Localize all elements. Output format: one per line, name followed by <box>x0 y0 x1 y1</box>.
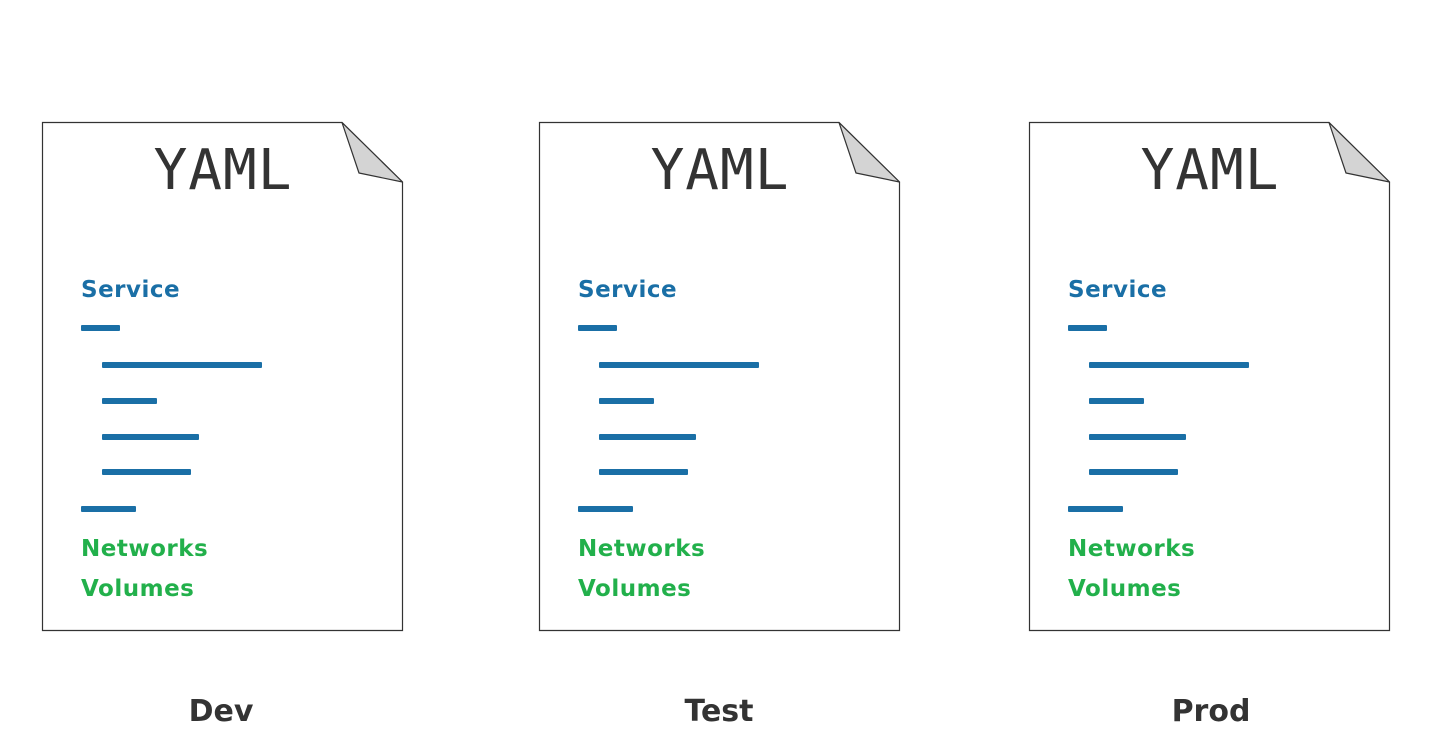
yaml-document-test: YAML Service Networks Volumes <box>538 121 901 632</box>
networks-label: Networks <box>578 536 706 562</box>
yaml-value-line <box>1089 362 1249 368</box>
yaml-key-line <box>578 506 633 512</box>
yaml-value-line <box>102 362 262 368</box>
yaml-value-line <box>102 434 199 440</box>
document-title: YAML <box>1140 138 1280 203</box>
yaml-key-line <box>1068 506 1123 512</box>
volumes-label: Volumes <box>81 576 195 602</box>
environment-label-dev: Dev <box>188 694 254 729</box>
yaml-key-line <box>81 325 120 331</box>
yaml-value-line <box>102 398 157 404</box>
yaml-value-line <box>1089 469 1178 475</box>
networks-label: Networks <box>81 536 209 562</box>
yaml-value-line <box>599 398 654 404</box>
yaml-key-line <box>1068 325 1107 331</box>
yaml-value-line <box>102 469 191 475</box>
yaml-document-prod: YAML Service Networks Volumes <box>1028 121 1391 632</box>
yaml-key-line <box>81 506 136 512</box>
yaml-value-line <box>1089 434 1186 440</box>
document-page-icon <box>538 121 901 632</box>
document-page-icon <box>1028 121 1391 632</box>
document-title: YAML <box>153 138 293 203</box>
networks-label: Networks <box>1068 536 1196 562</box>
yaml-value-line <box>1089 398 1144 404</box>
document-page-icon <box>41 121 404 632</box>
service-label: Service <box>1068 277 1168 303</box>
yaml-key-line <box>578 325 617 331</box>
yaml-value-line <box>599 469 688 475</box>
volumes-label: Volumes <box>1068 576 1182 602</box>
service-label: Service <box>578 277 678 303</box>
yaml-document-dev: YAML Service Networks Volumes <box>41 121 404 632</box>
document-title: YAML <box>650 138 790 203</box>
volumes-label: Volumes <box>578 576 692 602</box>
environment-label-prod: Prod <box>1171 694 1251 729</box>
yaml-value-line <box>599 434 696 440</box>
environment-label-test: Test <box>684 694 754 729</box>
yaml-value-line <box>599 362 759 368</box>
service-label: Service <box>81 277 181 303</box>
